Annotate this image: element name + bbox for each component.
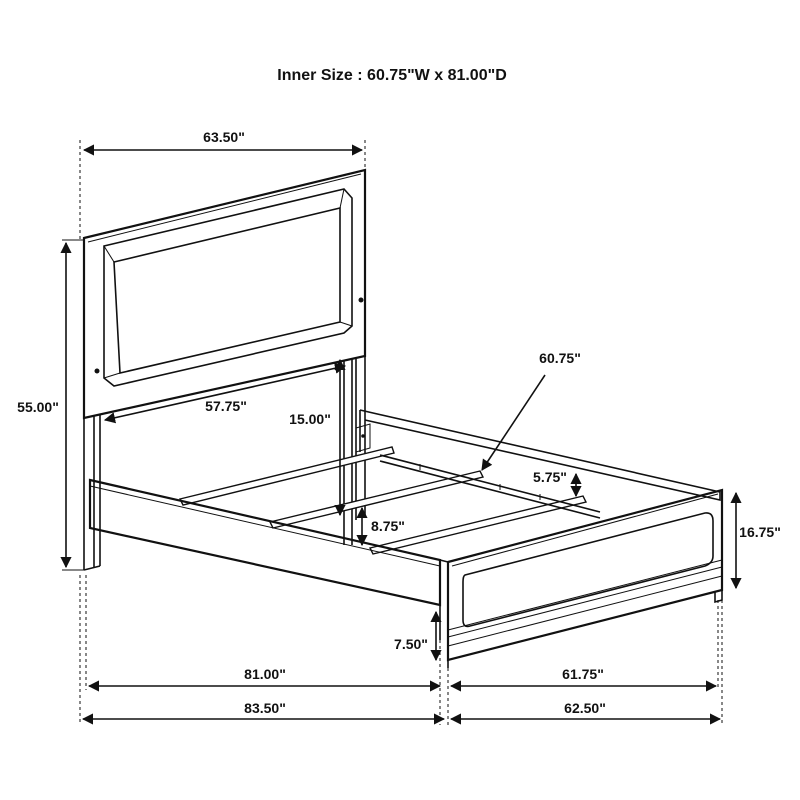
label-inner-width-footboard: 61.75" (562, 666, 604, 682)
inner-size-title: Inner Size : 60.75"W x 81.00"D (277, 67, 507, 84)
dimension-lines (60, 140, 742, 725)
label-headboard-clearance: 15.00" (289, 411, 331, 427)
label-overall-height: 55.00" (17, 399, 59, 415)
footboard (439, 488, 724, 668)
label-inner-depth: 81.00" (244, 666, 286, 682)
bed-illustration (82, 168, 724, 668)
slats (178, 446, 601, 555)
label-inner-width-headboard: 57.75" (205, 398, 247, 414)
label-headboard-width: 63.50" (203, 129, 245, 145)
label-footboard-height: 16.75" (739, 524, 781, 540)
label-overall-width: 62.50" (564, 700, 606, 716)
label-floor-clearance: 7.50" (394, 636, 428, 652)
label-rail-height: 8.75" (371, 518, 405, 534)
label-overall-depth: 83.50" (244, 700, 286, 716)
label-slat-gap: 5.75" (533, 469, 567, 485)
label-slat-length: 60.75" (539, 350, 581, 366)
side-rail-right (355, 409, 721, 502)
dimension-labels: 63.50" 55.00" 57.75" 15.00" 60.75" 5.75"… (17, 129, 781, 716)
headboard (82, 168, 367, 571)
